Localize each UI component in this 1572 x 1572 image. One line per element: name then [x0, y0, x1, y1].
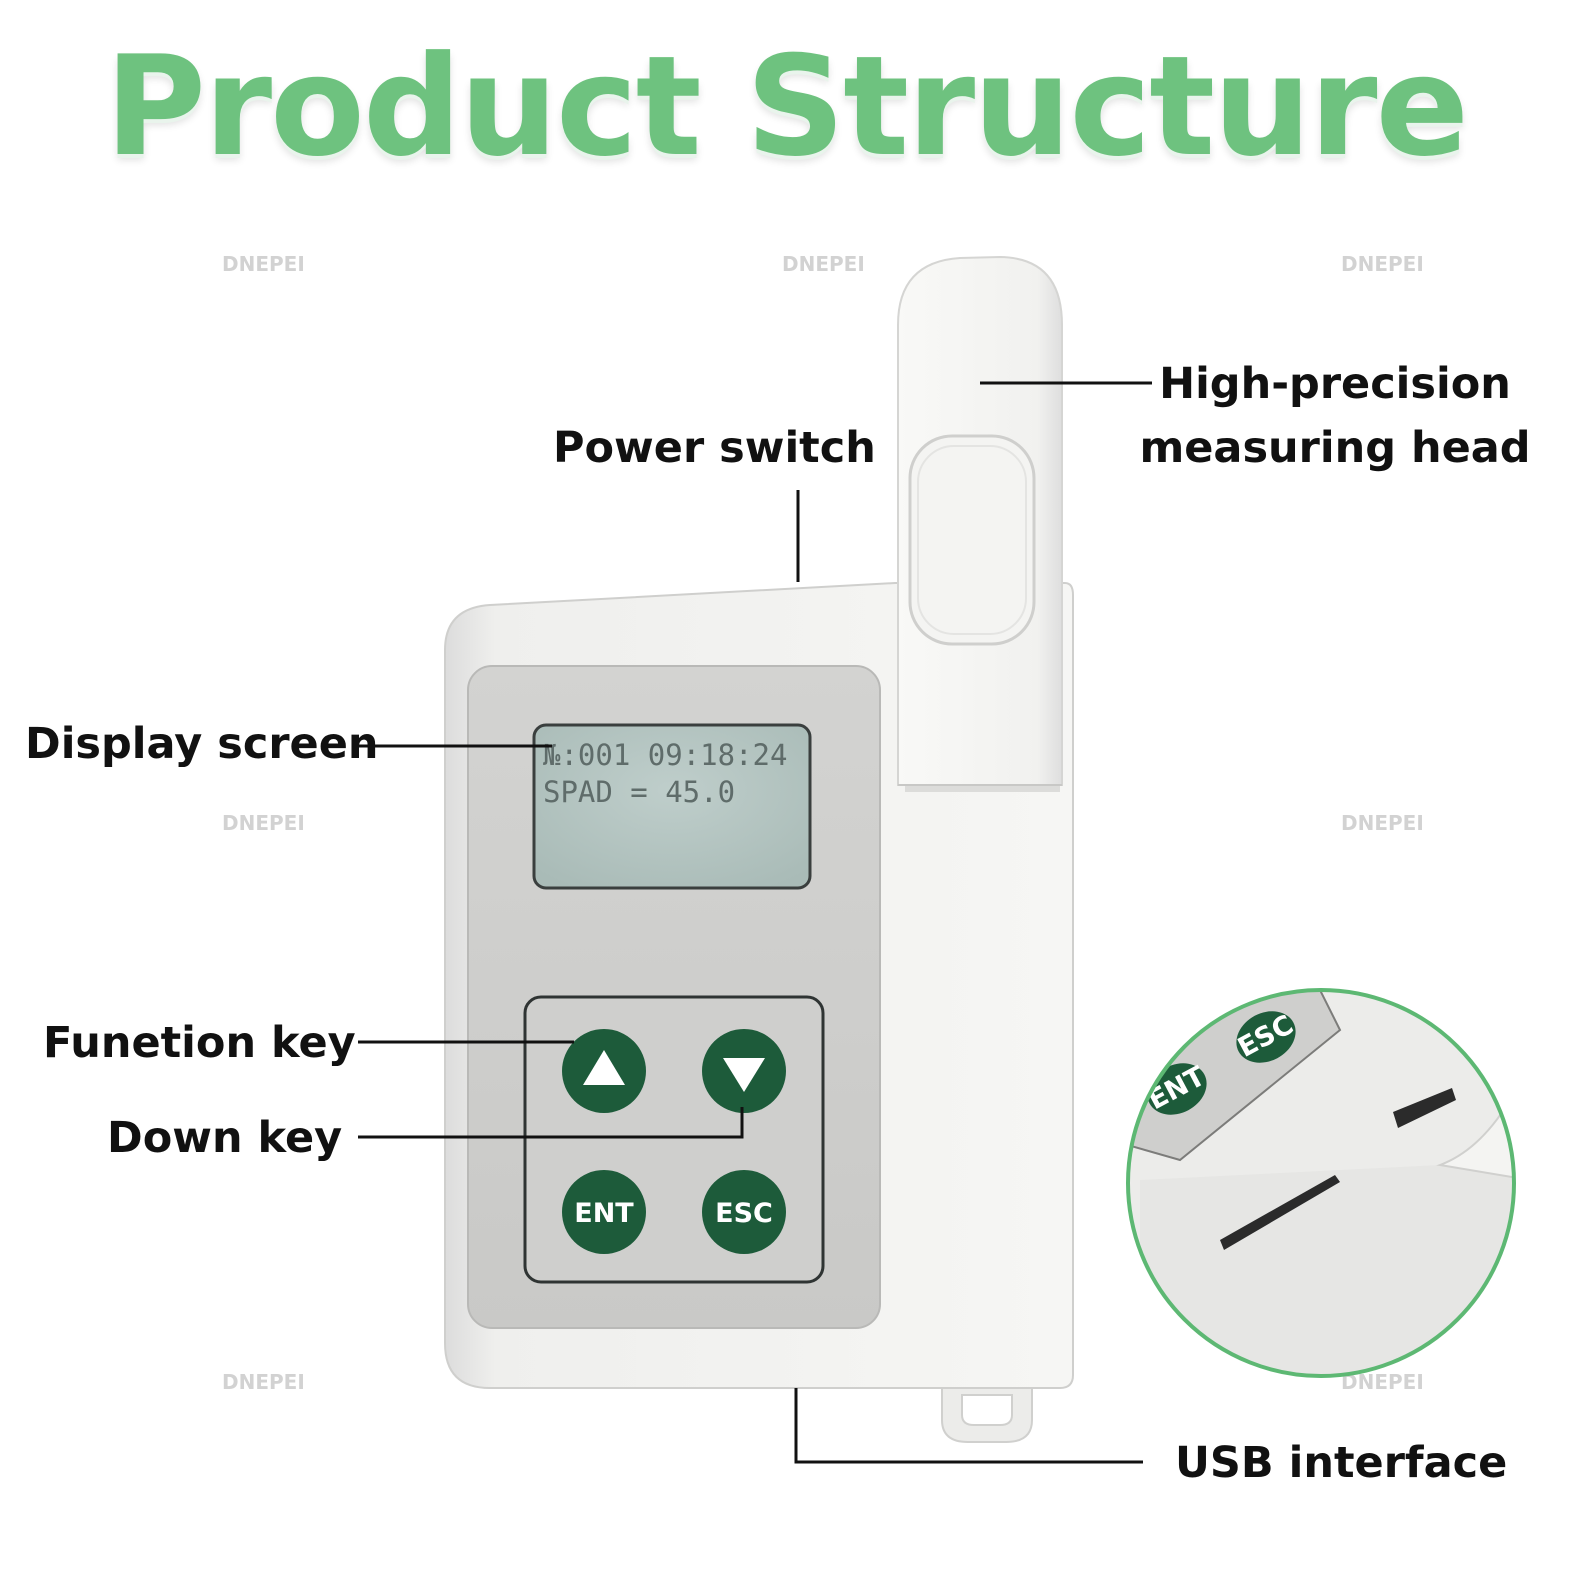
- watermark: DNEPEI: [222, 1370, 305, 1394]
- watermark: DNEPEI: [1341, 252, 1424, 276]
- label-down-key: Down key: [107, 1113, 342, 1163]
- esc-key-label: ESC: [715, 1198, 773, 1229]
- lanyard-loop: [941, 1384, 1033, 1443]
- watermark: DNEPEI: [222, 252, 305, 276]
- leader-lines: [358, 381, 1152, 1464]
- page-title: Product Structure: [104, 26, 1469, 187]
- label-power-switch: Power switch: [553, 423, 876, 473]
- down-key-leader: [358, 1107, 744, 1139]
- display-line-1: №:001 09:18:24: [543, 738, 787, 772]
- card-slot: [1220, 1175, 1340, 1250]
- label-measuring-head-line1: High-precision: [1159, 359, 1511, 409]
- up-key[interactable]: [562, 1029, 646, 1113]
- label-measuring-head-line2: measuring head: [1139, 423, 1530, 473]
- usb-interface-leader: [794, 1388, 1143, 1464]
- usb-zoom-inset: ENT ESC: [1126, 988, 1516, 1378]
- watermark: DNEPEI: [222, 811, 305, 835]
- esc-key[interactable]: ESC: [702, 1170, 786, 1254]
- ent-key[interactable]: ENT: [562, 1170, 646, 1254]
- down-key[interactable]: [702, 1029, 786, 1113]
- measuring-window: [908, 434, 1036, 646]
- watermark: DNEPEI: [782, 252, 865, 276]
- up-triangle-icon: [583, 1050, 625, 1085]
- label-function-key: Funetion key: [43, 1018, 356, 1068]
- watermark: DNEPEI: [1341, 811, 1424, 835]
- label-usb-interface: USB interface: [1175, 1438, 1507, 1488]
- display-line-2: SPAD = 45.0: [543, 775, 735, 809]
- ent-key-label: ENT: [574, 1198, 634, 1229]
- watermarks: DNEPEI DNEPEI DNEPEI DNEPEI DNEPEI DNEPE…: [222, 252, 1424, 1394]
- measuring-head: [897, 255, 1063, 792]
- down-triangle-icon: [723, 1058, 765, 1092]
- display-screen: №:001 09:18:24 SPAD = 45.0: [532, 723, 812, 890]
- label-display-screen: Display screen: [25, 719, 378, 769]
- keypad: ENT ESC: [523, 995, 825, 1284]
- usb-port: [1393, 1088, 1456, 1128]
